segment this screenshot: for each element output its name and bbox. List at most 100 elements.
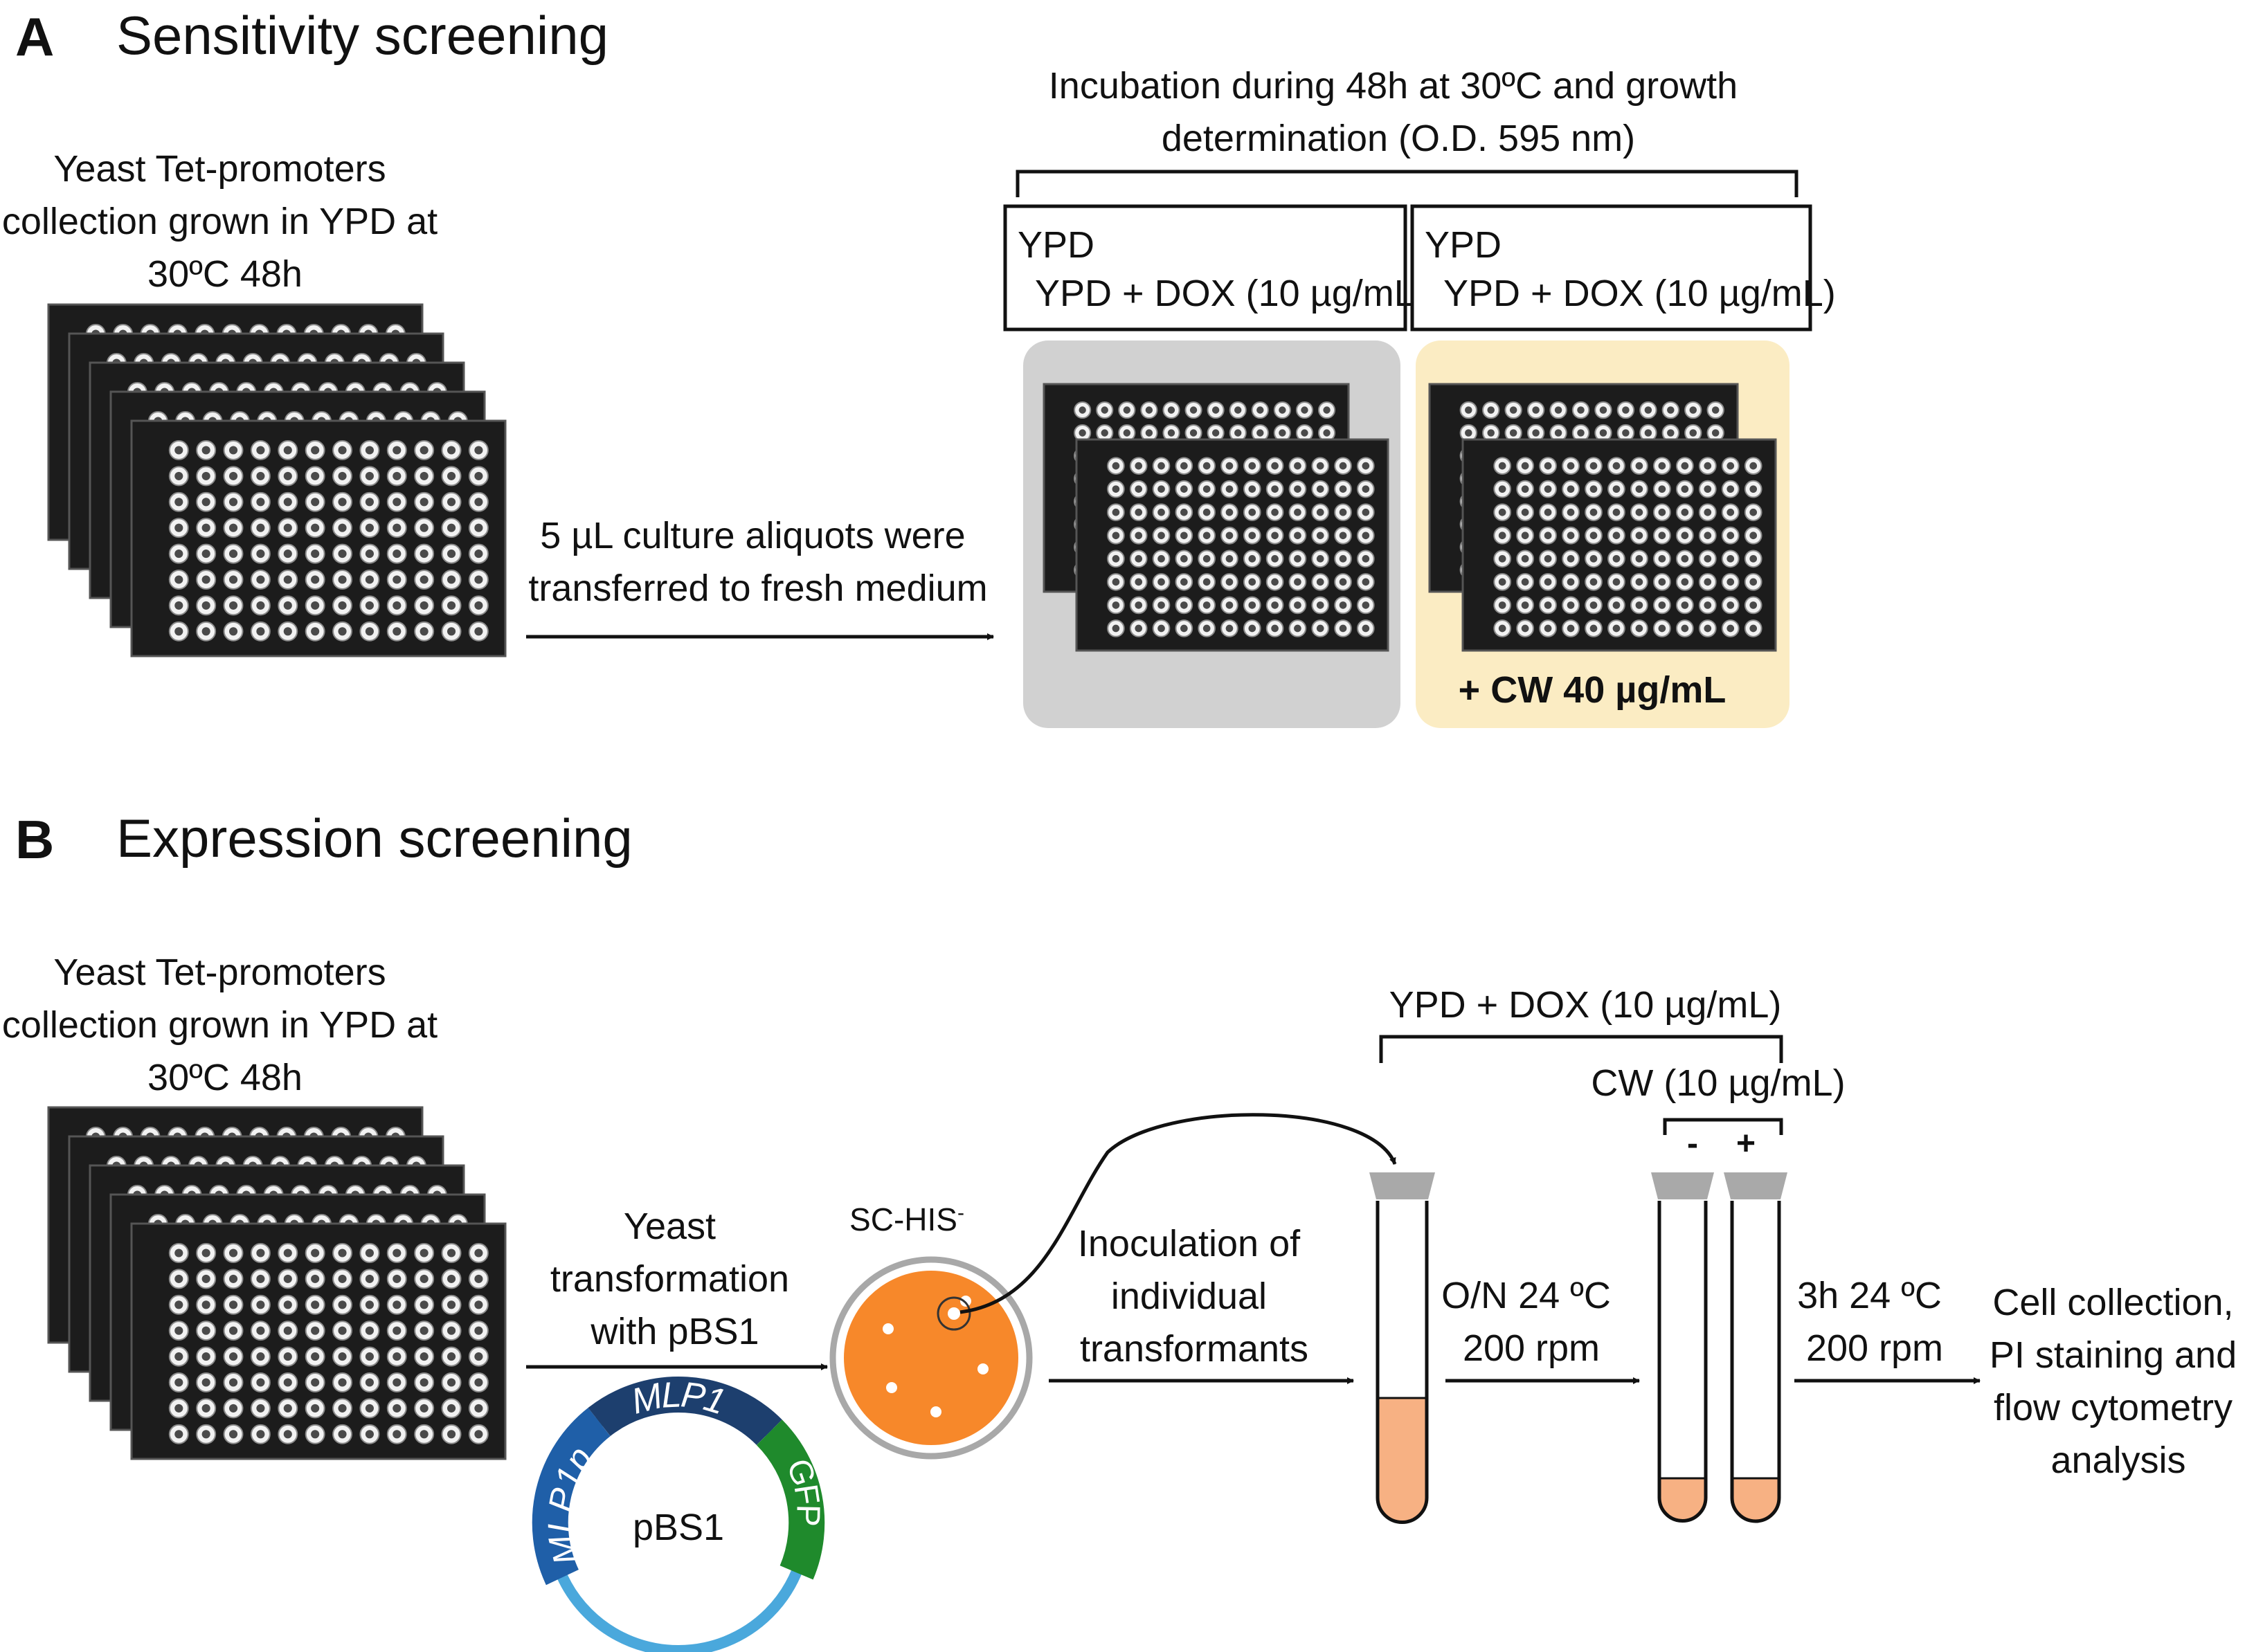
- plate-well: [1248, 601, 1256, 609]
- plate-well: [256, 1352, 265, 1361]
- plate-well: [1704, 508, 1712, 516]
- plate-well: [474, 523, 483, 532]
- plate-well: [1256, 429, 1264, 437]
- plate-well: [174, 627, 183, 636]
- plate-well: [1589, 578, 1598, 586]
- plate-well: [1544, 554, 1552, 563]
- plate-well: [1362, 555, 1370, 563]
- plate-well: [1316, 578, 1324, 586]
- plate-well: [174, 523, 183, 532]
- plate-well: [256, 1249, 265, 1258]
- plasmid-name: pBS1: [633, 1507, 724, 1548]
- plate-well: [1271, 555, 1279, 563]
- plate-well: [1202, 555, 1211, 563]
- plate-well: [1521, 485, 1529, 493]
- plate-well: [1726, 554, 1735, 563]
- plate-well: [365, 1326, 374, 1335]
- plate-well: [474, 1378, 483, 1387]
- plate-well: [1577, 429, 1585, 437]
- microplate: [1075, 438, 1389, 652]
- plate-well: [393, 471, 402, 480]
- plate-well: [1749, 532, 1758, 540]
- plate-well: [1635, 462, 1643, 470]
- plate-well: [256, 575, 265, 584]
- plate-well: [1157, 508, 1165, 516]
- plate-well: [1180, 462, 1188, 470]
- plate-well: [174, 471, 183, 480]
- plate-well: [201, 575, 210, 584]
- plate-well: [311, 1300, 320, 1309]
- plate-well: [1112, 532, 1120, 540]
- plate-well: [1362, 485, 1370, 493]
- plate-well: [1509, 406, 1517, 414]
- plate-well: [1498, 485, 1506, 493]
- plate-well: [1521, 578, 1529, 586]
- plate-well: [474, 1326, 483, 1335]
- plate-well: [338, 601, 347, 610]
- box-right-line1: YPD: [1425, 224, 1502, 266]
- plate-well: [393, 1378, 402, 1387]
- colony: [977, 1363, 989, 1374]
- plate-well: [201, 627, 210, 636]
- plate-well: [228, 1274, 238, 1283]
- plate-well: [1635, 508, 1643, 516]
- plate-well: [1749, 508, 1758, 516]
- plate-well: [1521, 601, 1529, 609]
- plate-well: [1589, 508, 1598, 516]
- plate-well: [1544, 485, 1552, 493]
- plate-well: [256, 550, 265, 559]
- plate-well: [311, 601, 320, 610]
- plate-well: [1532, 406, 1540, 414]
- plate-well: [228, 1430, 238, 1439]
- plate-well: [1667, 406, 1675, 414]
- plate-well: [1180, 555, 1188, 563]
- plate-well: [365, 1430, 374, 1439]
- cw-label: CW (10 µg/mL): [1591, 1062, 1845, 1104]
- plate-well: [1123, 429, 1131, 437]
- plate-well: [311, 523, 320, 532]
- plasmid-promoter-segment: [532, 1408, 611, 1586]
- plate-well: [1112, 508, 1120, 516]
- plate-well: [1301, 406, 1308, 414]
- box-right-line2: YPD + DOX (10 µg/mL): [1443, 273, 1836, 314]
- plate-well: [447, 1326, 456, 1335]
- plate-well: [1294, 578, 1301, 586]
- plasmid-gene-label: MLP1: [627, 1374, 730, 1422]
- box-right-condition: [1410, 204, 1812, 332]
- plate-well: [1279, 429, 1286, 437]
- plate-well: [1145, 406, 1153, 414]
- plate-well: [1271, 462, 1279, 470]
- plate-well: [420, 1430, 429, 1439]
- plate-well: [1749, 485, 1758, 493]
- plate-well: [283, 446, 292, 455]
- plate-well: [474, 1274, 483, 1283]
- plate-well: [1612, 554, 1621, 563]
- plate-well: [1658, 532, 1666, 540]
- culture-tube-icon: [1369, 1172, 1435, 1524]
- plate-well: [393, 446, 402, 455]
- plate-well: [447, 498, 456, 507]
- plate-well: [1711, 406, 1720, 414]
- plate-well: [1145, 429, 1153, 437]
- plate-well: [447, 471, 456, 480]
- culture-tube-icon: [1724, 1172, 1787, 1523]
- plate-well: [1704, 554, 1712, 563]
- plate-well: [1681, 532, 1689, 540]
- plate-well: [1726, 624, 1735, 633]
- plate-well: [1101, 429, 1108, 437]
- plate-well: [1521, 532, 1529, 540]
- plate-well: [338, 1378, 347, 1387]
- plate-well: [1498, 532, 1506, 540]
- plate-well: [1248, 578, 1256, 586]
- plate-well: [393, 1300, 402, 1309]
- plate-label: SC-HIS-: [849, 1201, 964, 1237]
- panel-b-collection-text: Yeast Tet-promoters collection grown in …: [2, 952, 448, 1098]
- plate-well: [1589, 624, 1598, 633]
- colony: [886, 1382, 897, 1393]
- plate-well: [1248, 624, 1256, 633]
- plate-well: [1658, 554, 1666, 563]
- plate-well: [447, 1274, 456, 1283]
- plate-well: [283, 1352, 292, 1361]
- plate-well: [1248, 555, 1256, 563]
- plate-well: [420, 446, 429, 455]
